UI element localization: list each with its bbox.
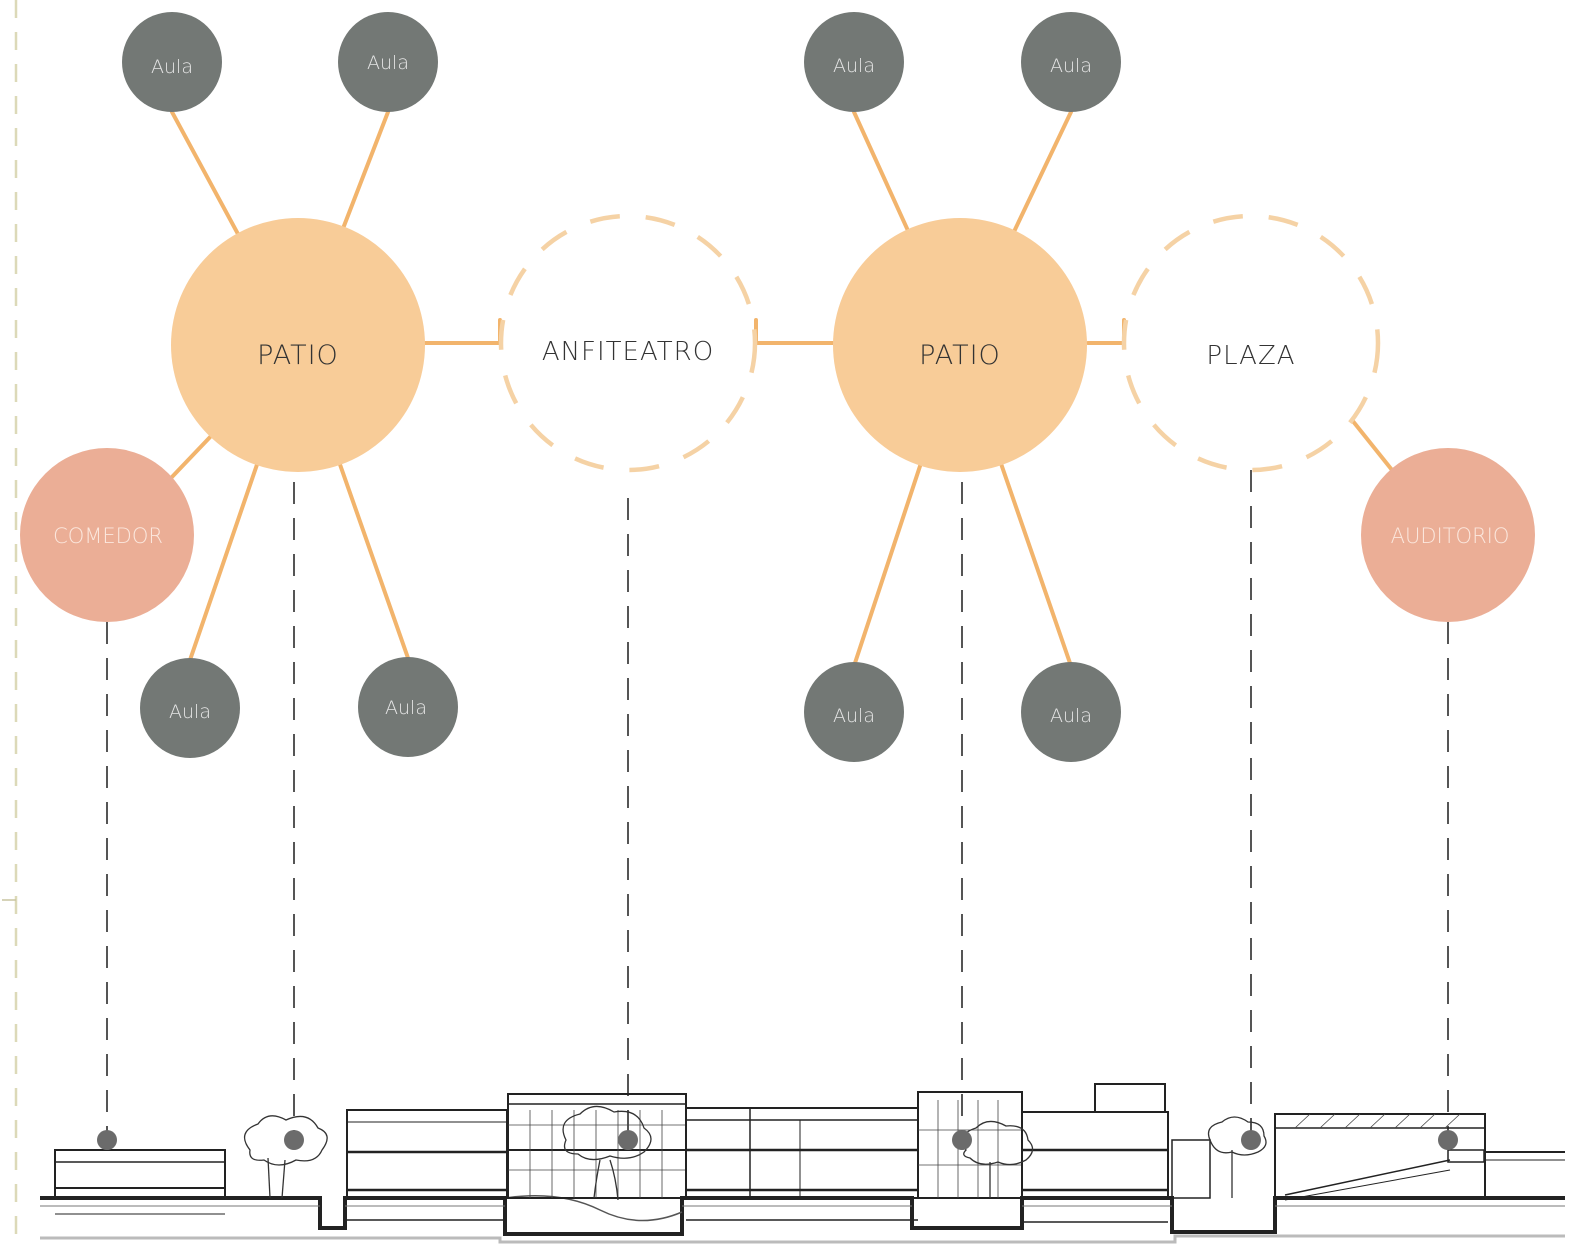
auditorio-label: AUDITORIO [1391, 524, 1510, 548]
anfiteatro-label: ANFITEATRO [542, 337, 714, 367]
anchor-dot-patio-2 [952, 1130, 972, 1150]
aula-label-8: Aula [1050, 705, 1092, 727]
aula-label-1: Aula [151, 56, 193, 78]
aula-label-4: Aula [385, 697, 427, 719]
aula-label-3: Aula [169, 701, 211, 723]
aula-label-6: Aula [1050, 55, 1092, 77]
anchor-dot-auditorio [1438, 1130, 1458, 1150]
aula-nodes [122, 12, 1121, 762]
anchor-dot-comedor [97, 1130, 117, 1150]
tree-icons [243, 1105, 1267, 1201]
aula-node-7 [804, 662, 904, 762]
aula-node-4 [358, 657, 458, 757]
building-section-drawing [40, 1083, 1565, 1244]
aula-node-1 [122, 12, 222, 112]
ground-line [40, 1196, 1565, 1236]
aula-node-5 [804, 12, 904, 112]
aula-node-3 [140, 658, 240, 758]
anchor-dot-patio-1 [284, 1130, 304, 1150]
plaza-label: PLAZA [1206, 341, 1295, 371]
comedor-node [20, 448, 194, 622]
aula-node-2 [338, 12, 438, 112]
comedor-label: COMEDOR [53, 524, 163, 548]
anchor-dots [97, 1130, 1458, 1150]
anfiteatro-node [498, 213, 758, 473]
patio-node-1 [171, 218, 425, 472]
aula-label-5: Aula [833, 55, 875, 77]
patio-label-2: PATIO [919, 340, 1001, 371]
aula-node-6 [1021, 12, 1121, 112]
aula-node-8 [1021, 662, 1121, 762]
aula-label-7: Aula [833, 705, 875, 727]
anchor-dot-anfiteatro [618, 1130, 638, 1150]
aula-label-2: Aula [367, 52, 409, 74]
patio-label-1: PATIO [257, 340, 339, 371]
guide-lines [106, 470, 1449, 1140]
patio-node-2 [833, 218, 1087, 472]
anchor-dot-plaza [1241, 1130, 1261, 1150]
auditorio-node [1361, 448, 1535, 622]
plaza-node [1121, 213, 1381, 473]
